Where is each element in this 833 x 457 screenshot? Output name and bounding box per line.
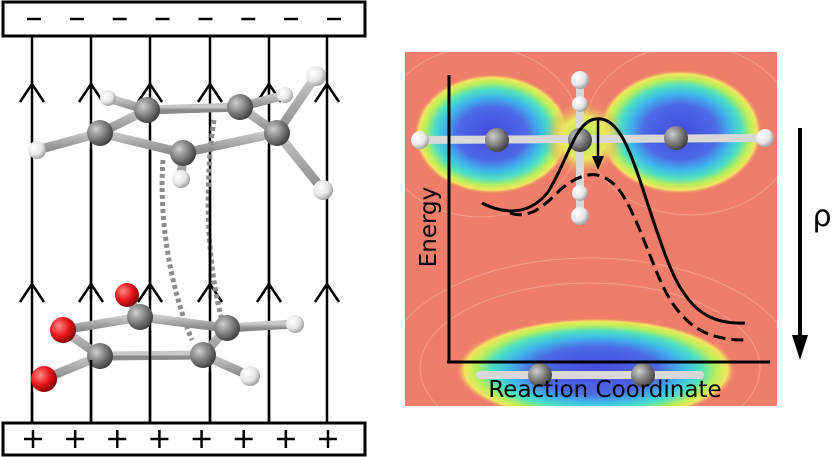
energy-curve-field-applied — [509, 173, 746, 342]
carbon-atom — [170, 140, 196, 166]
dienophile-molecule — [31, 283, 304, 392]
carbon-atom — [214, 315, 240, 341]
field-lines-front — [30, 150, 271, 422]
positive-charge-sign — [192, 430, 211, 448]
positive-charge-sign — [108, 430, 127, 448]
hydrogen-atom — [172, 170, 190, 188]
positive-charge-sign — [150, 430, 169, 448]
energy-curve-field-free — [481, 117, 746, 325]
carbon-atom — [134, 97, 160, 123]
field-direction-arrow — [77, 81, 105, 103]
carbon-atom — [87, 120, 113, 146]
axes — [447, 75, 770, 364]
carbon-atom — [227, 94, 253, 120]
field-direction-arrow — [313, 81, 341, 103]
hydrogen-atom — [277, 87, 293, 103]
carbon-atom — [190, 342, 216, 368]
field-direction-arrow — [18, 81, 46, 103]
barrier-lowering-arrow — [592, 118, 604, 170]
hydrogen-atom — [313, 180, 333, 200]
top-plate — [1, 0, 367, 38]
forming-bonds — [159, 119, 227, 341]
field-direction-arrow — [18, 281, 46, 303]
hydrogen-atom — [100, 90, 116, 106]
field-direction-arrow — [136, 81, 164, 103]
carbon-atom — [127, 304, 153, 330]
positive-charge-sign — [234, 430, 253, 448]
field-line — [313, 37, 341, 422]
energy-panel: Energy Reaction Coordinate — [405, 52, 777, 406]
bottom-plate-charges — [24, 430, 337, 448]
density-map — [405, 52, 777, 406]
hydrogen-atom — [306, 66, 326, 86]
rho-label: ρ — [812, 199, 831, 234]
positive-charge-sign — [24, 430, 42, 448]
oxygen-atom — [31, 366, 57, 392]
hydrogen-atom — [286, 315, 304, 333]
hydrogen-atom — [28, 141, 46, 159]
carbon-atom — [87, 343, 113, 369]
positive-charge-sign — [66, 430, 85, 448]
field-line — [18, 37, 46, 422]
field-direction-arrow — [313, 281, 341, 303]
positive-charge-sign — [319, 430, 337, 448]
y-axis-label: Energy — [416, 187, 442, 268]
oxygen-atom — [50, 317, 76, 343]
oxygen-atom — [115, 283, 139, 307]
hydrogen-atom — [240, 366, 260, 386]
field-direction-arrow — [196, 81, 224, 103]
positive-charge-sign — [276, 430, 295, 448]
bottom-plate — [1, 421, 367, 457]
rho-arrow: ρ — [792, 128, 832, 360]
capacitor-panel — [1, 0, 367, 457]
x-axis-label: Reaction Coordinate — [488, 377, 721, 403]
carbon-atom — [264, 120, 290, 146]
diene-molecule — [28, 66, 333, 200]
